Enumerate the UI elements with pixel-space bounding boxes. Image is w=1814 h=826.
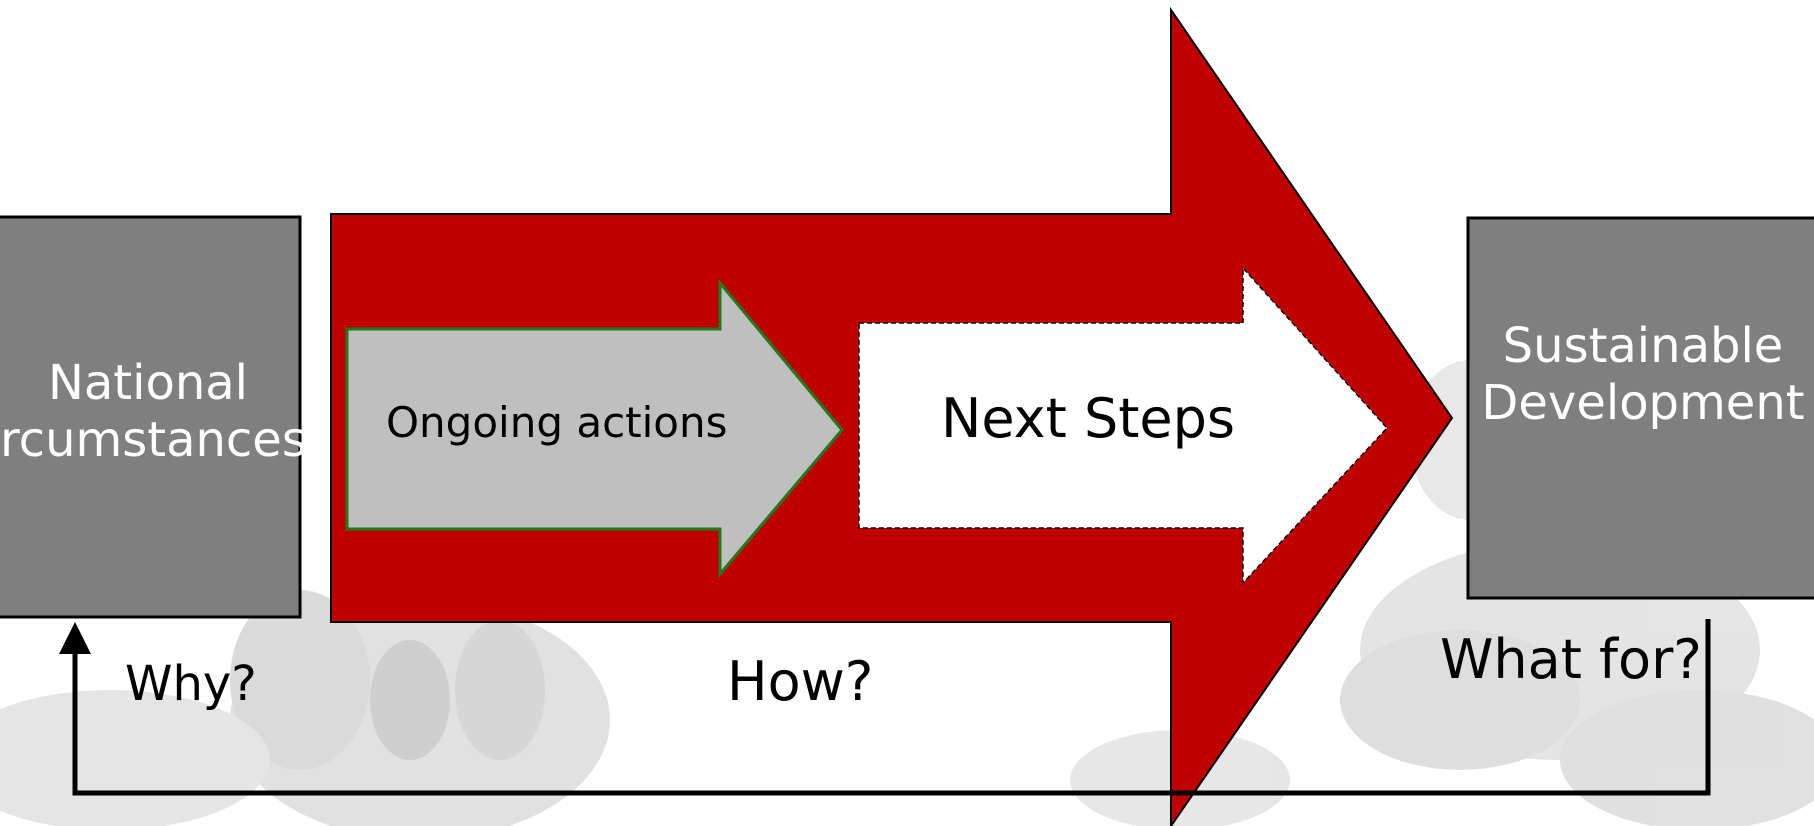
ongoing-actions-label: Ongoing actions — [386, 398, 728, 447]
why-label: Why? — [125, 656, 257, 712]
ongoing-actions-arrow — [345, 278, 844, 579]
national-circumstances-line1: National — [47, 355, 248, 411]
sustainable-development-line2: Development — [1481, 375, 1805, 431]
national-circumstances-line2: rcumstances — [0, 412, 307, 468]
sustainable-development-box — [1466, 216, 1814, 600]
next-steps-arrow — [858, 266, 1389, 585]
national-circumstances-label: National rcumstances — [0, 355, 307, 469]
up-arrowhead — [59, 622, 91, 654]
how-label: How? — [727, 650, 874, 713]
sustainable-development-label: Sustainable Development — [1472, 318, 1814, 432]
feedback-connector-line — [72, 619, 1711, 796]
national-circumstances-box — [0, 215, 302, 619]
what-for-label: What for? — [1440, 628, 1702, 691]
sustainable-development-line1: Sustainable — [1502, 318, 1784, 374]
next-steps-label: Next Steps — [941, 387, 1236, 450]
